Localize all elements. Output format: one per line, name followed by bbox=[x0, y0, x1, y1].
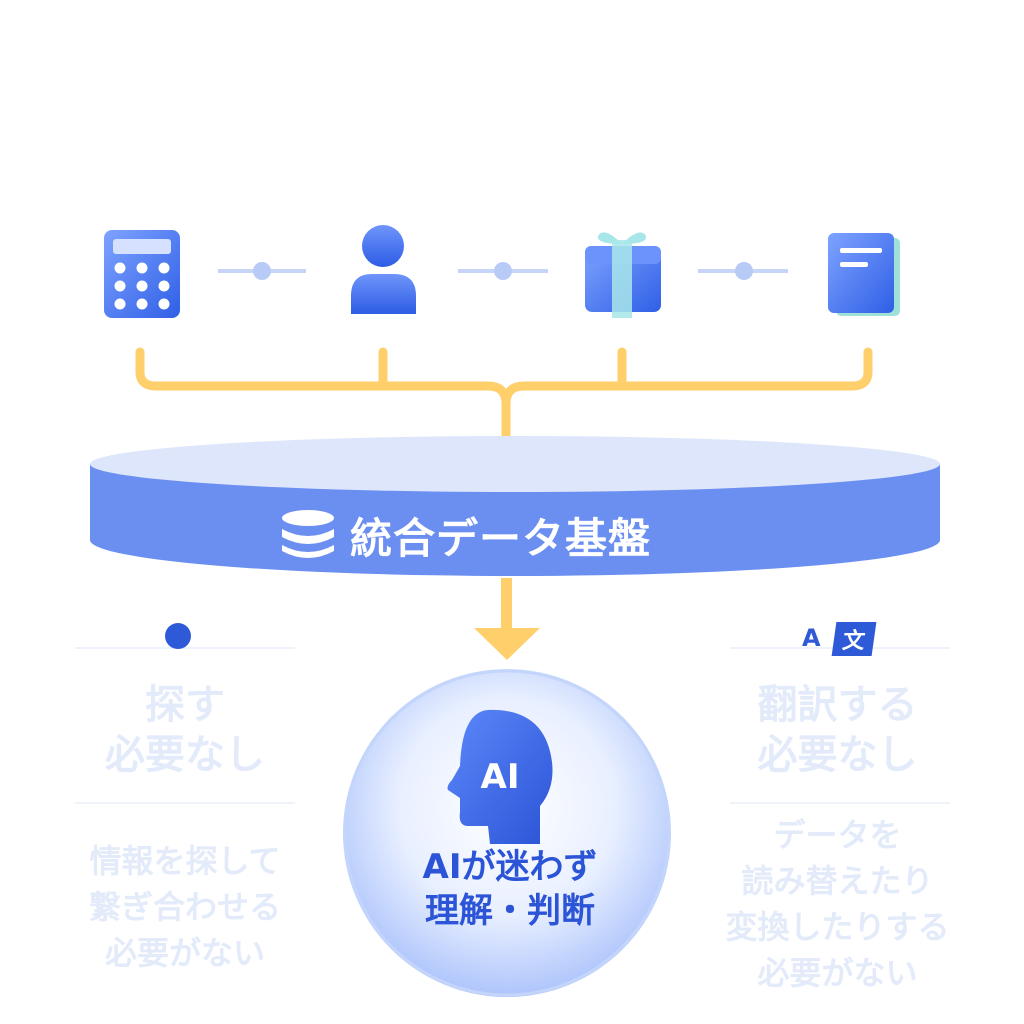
right-desc-line4: 必要がない bbox=[757, 954, 918, 992]
right-title: 翻訳する 必要なし bbox=[725, 680, 950, 780]
platform-title: 統合データ基盤 bbox=[350, 513, 652, 563]
right-title-line2: 必要なし bbox=[757, 732, 918, 778]
right-desc-line1: データを bbox=[773, 816, 902, 854]
ai-caption-line1: AIが迷わず bbox=[422, 847, 598, 887]
right-desc-line2: 読み替えたり bbox=[741, 862, 934, 900]
left-title: 探す 必要なし bbox=[70, 680, 300, 780]
ai-badge: AI bbox=[481, 757, 520, 797]
merge-bracket bbox=[135, 347, 873, 441]
ai-caption-line2: 理解・判断 bbox=[425, 891, 595, 931]
gift-icon bbox=[585, 232, 661, 318]
right-desc-line3: 変換したりする bbox=[725, 908, 950, 946]
left-desc-line1: 情報を探して bbox=[89, 842, 281, 880]
document-icon bbox=[828, 233, 900, 316]
calculator-icon bbox=[104, 230, 180, 318]
data-platform-disc bbox=[90, 436, 940, 576]
down-arrow bbox=[474, 578, 540, 660]
left-description: 情報を探して 繋ぎ合わせる 必要がない bbox=[60, 838, 310, 976]
platform-label: 統合データ基盤 bbox=[280, 505, 750, 565]
translate-icon: A 文 bbox=[802, 622, 877, 658]
translate-icon-letter: A bbox=[802, 624, 821, 652]
left-title-line2: 必要なし bbox=[105, 732, 265, 778]
left-decor bbox=[75, 623, 295, 804]
left-desc-line3: 必要がない bbox=[104, 934, 265, 972]
icon-connectors bbox=[218, 262, 788, 280]
translate-icon-char: 文 bbox=[831, 622, 877, 656]
ai-head-icon: AI bbox=[447, 709, 553, 844]
right-description: データを 読み替えたり 変換したりする 必要がない bbox=[700, 812, 975, 996]
left-title-line1: 探す bbox=[145, 682, 225, 728]
left-desc-line2: 繋ぎ合わせる bbox=[88, 888, 281, 926]
right-title-line1: 翻訳する bbox=[757, 682, 918, 728]
person-icon bbox=[351, 225, 416, 314]
database-icon bbox=[282, 510, 334, 558]
ai-caption: AIが迷わず 理解・判断 bbox=[380, 845, 640, 933]
